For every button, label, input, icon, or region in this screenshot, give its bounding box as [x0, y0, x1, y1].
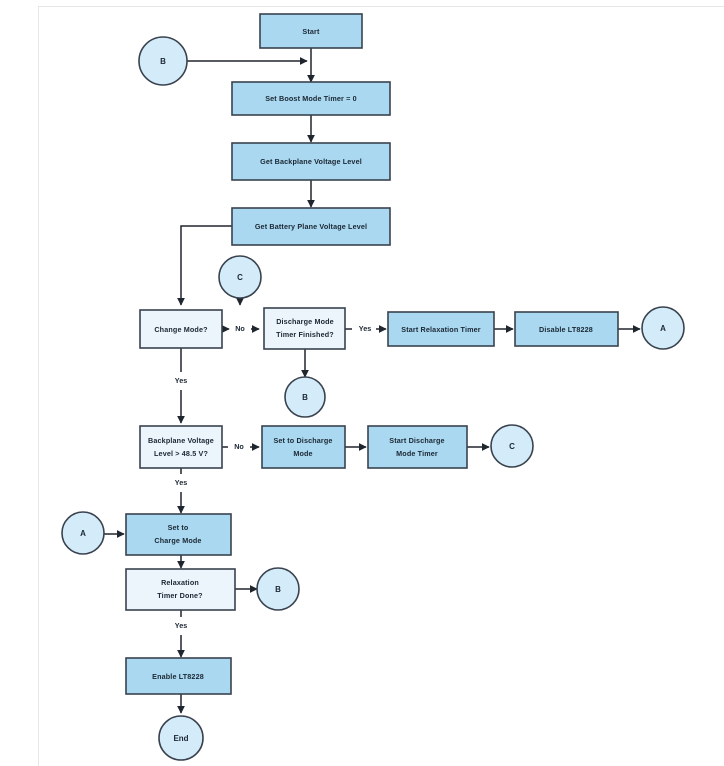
node-connector-b-mid-shape[interactable] — [284, 376, 326, 418]
node-set-to-discharge-mode-label-1: Set to Discharge — [273, 436, 332, 445]
node-change-mode-decision[interactable]: Change Mode? — [139, 309, 223, 349]
node-backplane-voltage-threshold-decision[interactable]: Backplane Voltage Level > 48.5 V? — [139, 425, 223, 469]
node-relaxation-timer-done-label-2: Timer Done? — [157, 591, 202, 600]
node-set-to-charge-mode-shape[interactable] — [125, 513, 232, 556]
node-start[interactable]: Start — [259, 13, 363, 49]
node-change-mode-decision-label: Change Mode? — [154, 325, 207, 334]
node-set-boost-mode-timer[interactable]: Set Boost Mode Timer = 0 — [231, 81, 391, 116]
node-get-battery-plane-voltage[interactable]: Get Battery Plane Voltage Level — [231, 207, 391, 246]
node-start-discharge-mode-timer-shape[interactable] — [367, 425, 468, 469]
node-disable-lt8228[interactable]: Disable LT8228 — [514, 311, 619, 347]
edge-label-relax-done-yes: Yes — [175, 621, 187, 630]
node-discharge-timer-finished-label-2: Timer Finished? — [276, 330, 334, 339]
node-connector-b-low-label: B — [275, 585, 281, 594]
node-connector-c-right-label: C — [509, 442, 515, 451]
node-get-backplane-voltage-shape[interactable] — [231, 142, 391, 181]
node-start-shape[interactable] — [259, 13, 363, 49]
node-set-to-discharge-mode-shape[interactable] — [261, 425, 346, 469]
node-get-battery-plane-voltage-label: Get Battery Plane Voltage Level — [255, 222, 367, 231]
edge-label-backplane-yes: Yes — [175, 478, 187, 487]
node-connector-b-top[interactable]: B — [138, 36, 188, 86]
node-connector-c-right[interactable]: C — [490, 424, 534, 468]
node-connector-a-right-shape[interactable] — [641, 306, 685, 350]
node-connector-c-top-label: C — [237, 273, 243, 282]
edge-labels-layer: No Yes Yes No Yes Yes — [175, 324, 371, 630]
node-connector-c-right-shape[interactable] — [490, 424, 534, 468]
node-connector-b-top-label: B — [160, 57, 166, 66]
node-connector-c-top[interactable]: C — [218, 255, 262, 299]
node-connector-c-top-shape[interactable] — [218, 255, 262, 299]
node-change-mode-decision-shape[interactable] — [139, 309, 223, 349]
node-start-relaxation-timer-shape[interactable] — [387, 311, 495, 347]
edge-label-change-mode-no: No — [235, 324, 245, 333]
node-connector-a-left-shape[interactable] — [61, 511, 105, 555]
node-connector-a-left[interactable]: A — [61, 511, 105, 555]
node-start-relaxation-timer-label: Start Relaxation Timer — [401, 325, 481, 334]
node-relaxation-timer-done-label-1: Relaxation — [161, 578, 199, 587]
node-discharge-timer-finished-decision[interactable]: Discharge Mode Timer Finished? — [263, 307, 346, 350]
node-backplane-voltage-threshold-label-2: Level > 48.5 V? — [154, 449, 208, 458]
node-end[interactable]: End — [158, 715, 204, 761]
node-disable-lt8228-shape[interactable] — [514, 311, 619, 347]
node-connector-b-low-shape[interactable] — [256, 567, 300, 611]
node-start-label: Start — [302, 27, 320, 36]
edge-label-backplane-no: No — [234, 442, 244, 451]
node-set-to-charge-mode-label-1: Set to — [168, 523, 189, 532]
node-set-boost-mode-timer-label: Set Boost Mode Timer = 0 — [265, 94, 357, 103]
node-connector-b-mid[interactable]: B — [284, 376, 326, 418]
node-get-backplane-voltage[interactable]: Get Backplane Voltage Level — [231, 142, 391, 181]
node-backplane-voltage-threshold-shape[interactable] — [139, 425, 223, 469]
node-enable-lt8228-shape[interactable] — [125, 657, 232, 695]
edge-label-discharge-done-yes: Yes — [359, 324, 371, 333]
node-get-backplane-voltage-label: Get Backplane Voltage Level — [260, 157, 362, 166]
node-start-relaxation-timer[interactable]: Start Relaxation Timer — [387, 311, 495, 347]
node-discharge-timer-finished-shape[interactable] — [263, 307, 346, 350]
node-relaxation-timer-done-decision[interactable]: Relaxation Timer Done? — [125, 568, 236, 611]
node-set-to-charge-mode[interactable]: Set to Charge Mode — [125, 513, 232, 556]
node-connector-b-low[interactable]: B — [256, 567, 300, 611]
node-connector-b-top-shape[interactable] — [138, 36, 188, 86]
edges-layer: Discharge Done --> Start Relaxation Time… — [104, 48, 641, 714]
node-set-boost-mode-timer-shape[interactable] — [231, 81, 391, 116]
node-start-discharge-mode-timer[interactable]: Start Discharge Mode Timer — [367, 425, 468, 469]
node-set-to-charge-mode-label-2: Charge Mode — [154, 536, 201, 545]
node-connector-a-left-label: A — [80, 529, 86, 538]
node-start-discharge-mode-timer-label-1: Start Discharge — [389, 436, 444, 445]
node-relaxation-timer-done-shape[interactable] — [125, 568, 236, 611]
node-discharge-timer-finished-label-1: Discharge Mode — [276, 317, 334, 326]
edge-label-change-mode-yes: Yes — [175, 376, 187, 385]
node-connector-b-mid-label: B — [302, 393, 308, 402]
node-set-to-discharge-mode[interactable]: Set to Discharge Mode — [261, 425, 346, 469]
node-get-battery-plane-voltage-shape[interactable] — [231, 207, 391, 246]
node-disable-lt8228-label: Disable LT8228 — [539, 325, 593, 334]
node-enable-lt8228[interactable]: Enable LT8228 — [125, 657, 232, 695]
node-connector-a-right-label: A — [660, 324, 666, 333]
node-backplane-voltage-threshold-label-1: Backplane Voltage — [148, 436, 214, 445]
node-end-shape[interactable] — [158, 715, 204, 761]
node-end-label: End — [173, 734, 188, 743]
node-start-discharge-mode-timer-label-2: Mode Timer — [396, 449, 438, 458]
node-connector-a-right[interactable]: A — [641, 306, 685, 350]
edge-getbattery-to-changemode — [177, 225, 232, 306]
node-set-to-discharge-mode-label-2: Mode — [293, 449, 312, 458]
node-enable-lt8228-label: Enable LT8228 — [152, 672, 204, 681]
